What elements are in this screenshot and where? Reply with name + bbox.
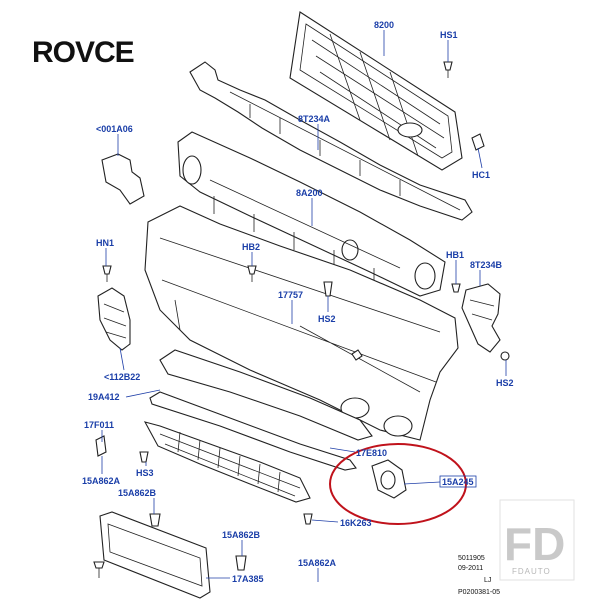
label-17E810: 17E810 [356, 448, 387, 458]
footer-ref-3: LJ [484, 577, 491, 584]
right-side-bracket-part [461, 283, 501, 353]
upper-bracket-part [189, 61, 473, 221]
label-HS2-right: HS2 [496, 378, 514, 388]
bumper-cover-part [144, 205, 459, 441]
brand-logo: ROVCE [32, 36, 134, 69]
label-15A862A-lower: 15A862A [298, 558, 337, 568]
label-17A385: 17A385 [232, 574, 264, 584]
label-HS2-center: HS2 [318, 314, 336, 324]
label-8A200: 8A200 [296, 188, 323, 198]
label-HS1: HS1 [440, 30, 458, 40]
footer-ref-2: 09-2011 [458, 565, 483, 572]
leader-lines [101, 30, 507, 582]
label-HB1: HB1 [446, 250, 464, 260]
reinforcement-beam-part [177, 131, 446, 297]
label-15A862A: 15A862A [82, 476, 121, 486]
label-16K263: 16K263 [340, 518, 372, 528]
left-lower-bracket-part [97, 287, 131, 351]
label-HC1: HC1 [472, 170, 490, 180]
label-8T234A: 8T234A [298, 114, 331, 124]
footer-ref-4: P0200381-05 [458, 589, 500, 596]
label-15A862B-upper: 15A862B [118, 488, 157, 498]
fasteners [93, 61, 510, 578]
footer-ref-1: 5011905 [458, 555, 485, 562]
license-plate-bracket-part [99, 511, 211, 599]
watermark-letters: FD [504, 518, 565, 570]
label-17F011: 17F011 [84, 420, 114, 430]
label-HN1: HN1 [96, 238, 114, 248]
highlight-circle [329, 443, 467, 525]
label-001A06: <001A06 [96, 124, 133, 134]
label-HB2: HB2 [242, 242, 260, 252]
label-19A412: 19A412 [88, 392, 120, 402]
label-15A862B-lower: 15A862B [222, 530, 261, 540]
label-HS3: HS3 [136, 468, 154, 478]
watermark-box [499, 499, 575, 581]
lower-trim-part [159, 349, 373, 441]
lower-grille-part [143, 421, 311, 503]
lower-strip-part [149, 391, 357, 471]
label-8200: 8200 [374, 20, 394, 30]
grille-part [289, 11, 463, 171]
label-15A245: 15A245 [442, 477, 474, 487]
left-side-bracket-part [101, 153, 145, 205]
label-112B22: <112B22 [104, 372, 140, 382]
fog-lamp-bezel-part [371, 459, 407, 499]
watermark-sub: FDAUTO [512, 567, 551, 576]
label-17757: 17757 [278, 290, 303, 300]
label-box-15A245 [439, 475, 477, 488]
label-8T234B: 8T234B [470, 260, 503, 270]
